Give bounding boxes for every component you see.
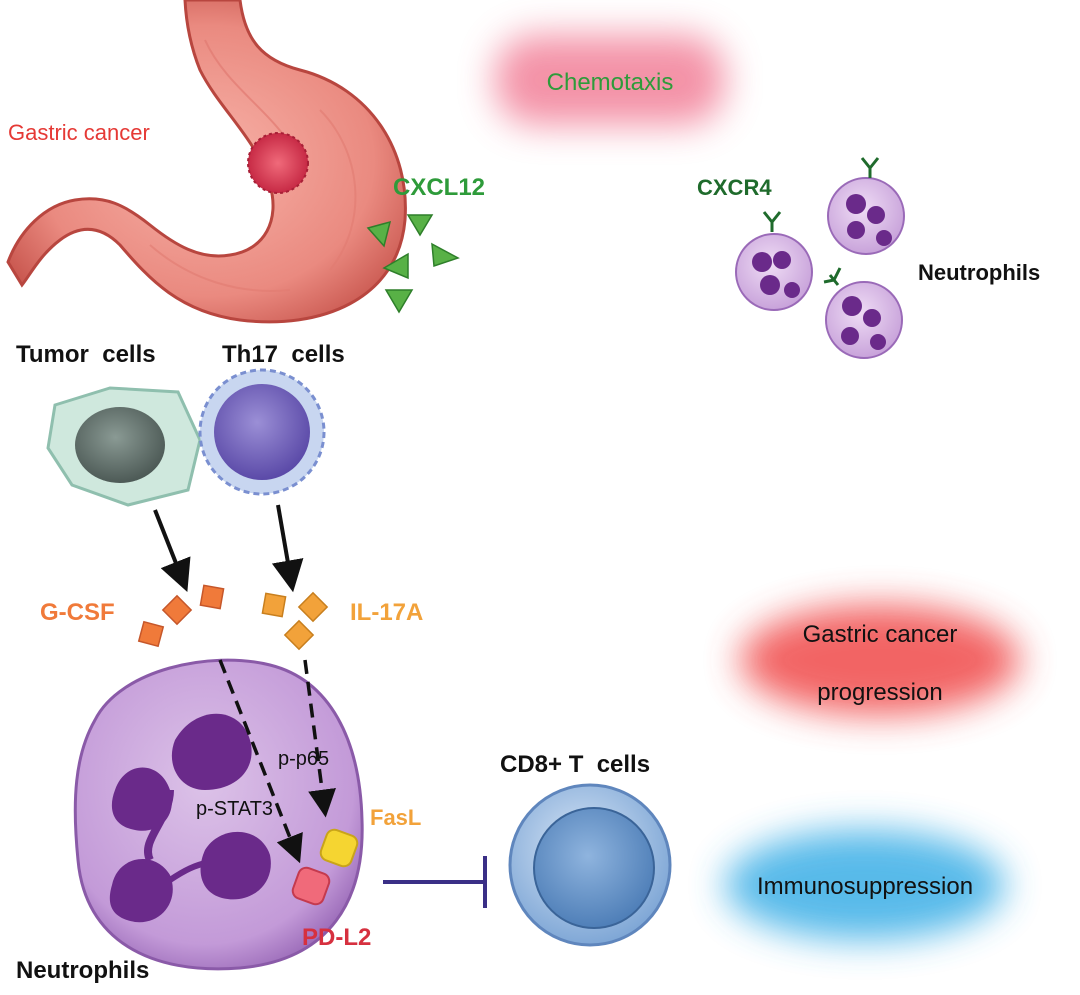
progression-label-line1: Gastric cancer: [803, 621, 958, 648]
tumor-to-gcsf-arrow: [153, 509, 191, 592]
progression-glow: [740, 605, 1020, 715]
pp65-dashed-arrow: [303, 659, 336, 818]
chemotaxis-glow: [495, 35, 725, 125]
gastric-cancer-label: Gastric cancer: [8, 120, 150, 145]
pdl2-label: PD-L2: [302, 924, 371, 951]
progression-label-line2: progression: [817, 679, 942, 706]
il17a-cytokines: [261, 591, 329, 651]
neutrophil-large: [73, 658, 364, 971]
th17-cells-label: Th17 cells: [222, 341, 345, 368]
cd8-cells-label: CD8+ T cells: [500, 751, 650, 778]
gcsf-cytokines: [137, 584, 225, 648]
tumor-cell: [46, 386, 202, 507]
stomach-illustration: [6, 0, 407, 324]
neutrophils-top-label: Neutrophils: [918, 260, 1040, 285]
fasl-label: FasL: [370, 805, 421, 830]
immunosuppression-label: Immunosuppression: [757, 873, 973, 900]
immunosuppression-glow: [725, 830, 1005, 940]
gcsf-label: G-CSF: [40, 599, 115, 626]
th17-cell: [198, 368, 326, 496]
cxcl12-chemokines: [366, 214, 460, 314]
tumor-spot: [248, 133, 308, 193]
neutrophil-small-3: [823, 267, 903, 359]
pp65-label: p-p65: [278, 748, 329, 770]
pdl2-ligand: [291, 866, 331, 906]
cxcl12-label: CXCL12: [393, 174, 485, 201]
cxcr4-label: CXCR4: [697, 175, 772, 200]
th17-to-il17a-arrow: [271, 504, 304, 593]
neutrophils-bottom-label: Neutrophils: [16, 957, 149, 984]
il17a-label: IL-17A: [350, 599, 423, 626]
cd8-t-cell: [508, 783, 672, 947]
pstat3-label: p-STAT3: [196, 798, 273, 820]
pstat3-dashed-arrow: [218, 659, 303, 864]
chemotaxis-label: Chemotaxis: [547, 69, 674, 96]
neutrophil-small-2: [827, 157, 905, 255]
inhibition-symbol: [383, 856, 487, 908]
tumor-cells-label: Tumor cells: [16, 341, 156, 368]
fasl-ligand: [319, 828, 359, 868]
neutrophil-small-1: [735, 211, 813, 311]
